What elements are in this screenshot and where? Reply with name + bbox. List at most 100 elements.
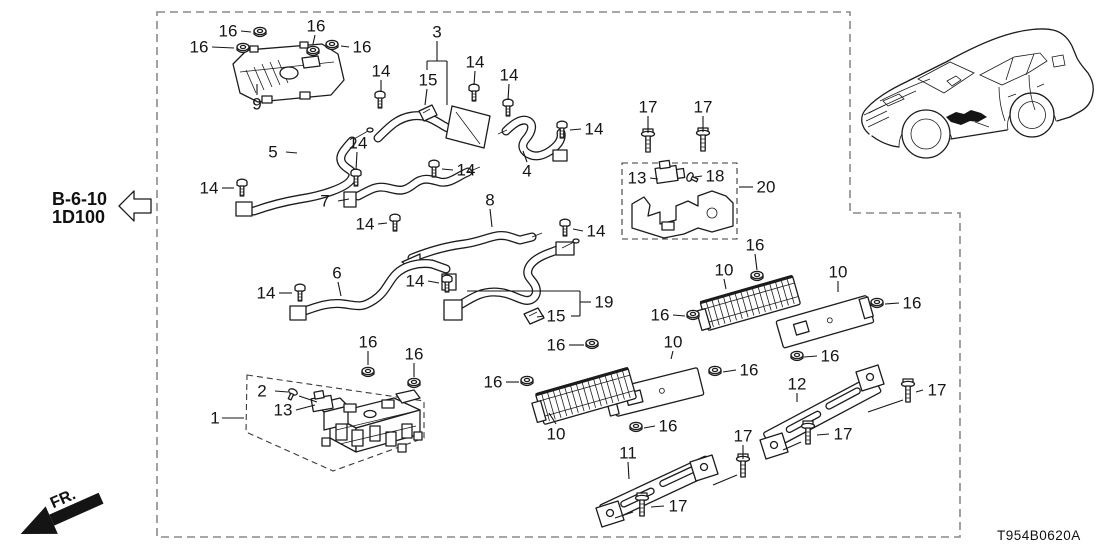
part-location-marker: [946, 110, 987, 125]
callout-12[interactable]: 12: [788, 375, 807, 394]
reference-label-line2: 1D100: [52, 207, 105, 227]
part-4-bracket: [497, 120, 568, 162]
leader-line: [340, 45, 350, 48]
callout-14[interactable]: 14: [257, 284, 276, 303]
vehicle-inset: [861, 28, 1094, 159]
callout-14[interactable]: 14: [406, 272, 425, 291]
part-1-outline: [245, 374, 425, 472]
callout-19[interactable]: 19: [595, 293, 614, 312]
leader-line: [650, 505, 665, 508]
callout-14[interactable]: 14: [587, 222, 606, 241]
leader-line: [337, 198, 350, 202]
leader-line: [867, 399, 904, 413]
part-20-bracket: [631, 190, 734, 239]
callout-2[interactable]: 2: [257, 382, 266, 401]
callout-20[interactable]: 20: [757, 178, 776, 197]
leader-line: [548, 412, 557, 425]
callout-3[interactable]: 3: [432, 23, 441, 42]
leader-line: [489, 208, 493, 228]
part-10-plate-a: [695, 274, 801, 331]
callout-15[interactable]: 15: [547, 307, 566, 326]
leader-line: [712, 474, 738, 486]
part-9-cover: [232, 41, 345, 104]
callout-16[interactable]: 16: [353, 38, 372, 57]
callout-17[interactable]: 17: [669, 497, 688, 516]
callout-17[interactable]: 17: [639, 98, 658, 117]
callout-14[interactable]: 14: [457, 161, 476, 180]
callout-16[interactable]: 16: [359, 333, 378, 352]
leader-line: [569, 128, 582, 131]
fr-arrow-shaft: [49, 492, 104, 526]
windshield: [917, 61, 975, 94]
callout-13[interactable]: 13: [628, 169, 647, 188]
callout-4[interactable]: 4: [522, 162, 531, 181]
callout-14[interactable]: 14: [500, 66, 519, 85]
leader-line: [754, 253, 758, 271]
callout-5[interactable]: 5: [268, 143, 277, 162]
callout-16[interactable]: 16: [903, 294, 922, 313]
leader-line: [723, 278, 727, 290]
leader-line: [377, 222, 388, 225]
callout-16[interactable]: 16: [405, 345, 424, 364]
callout-17[interactable]: 17: [734, 427, 753, 446]
callout-7[interactable]: 7: [320, 192, 329, 211]
callout-10[interactable]: 10: [715, 261, 734, 280]
callout-16[interactable]: 16: [484, 373, 503, 392]
callout-13[interactable]: 13: [274, 401, 293, 420]
callout-11[interactable]: 11: [619, 444, 637, 463]
leader-line: [572, 228, 584, 232]
leader-line: [915, 389, 924, 393]
door-lines: [998, 74, 1045, 122]
callout-10[interactable]: 10: [547, 425, 566, 444]
leader-line: [722, 369, 737, 373]
callout-16[interactable]: 16: [219, 22, 238, 41]
callout-18[interactable]: 18: [706, 167, 725, 186]
mirror: [946, 75, 962, 87]
callout-16[interactable]: 16: [651, 306, 670, 325]
leader-line: [627, 461, 630, 480]
callout-17[interactable]: 17: [928, 381, 947, 400]
callout-1[interactable]: 1: [210, 409, 219, 428]
callout-15[interactable]: 15: [419, 71, 438, 90]
callout-17[interactable]: 17: [694, 98, 713, 117]
part-15-clip-a: [418, 104, 438, 122]
callout-14[interactable]: 14: [349, 134, 368, 153]
callout-8[interactable]: 8: [485, 191, 494, 210]
leader-line: [427, 280, 440, 284]
screw-2: [284, 386, 299, 402]
leader-line: [424, 88, 428, 106]
leader-line: [298, 395, 318, 403]
callout-6[interactable]: 6: [332, 264, 341, 283]
callout-9[interactable]: 9: [252, 95, 261, 114]
callout-16[interactable]: 16: [746, 236, 765, 255]
callout-10[interactable]: 10: [829, 263, 848, 282]
leader-line: [240, 30, 252, 33]
callout-10[interactable]: 10: [664, 333, 683, 352]
callout-16[interactable]: 16: [190, 38, 209, 57]
callout-16[interactable]: 16: [821, 347, 840, 366]
part-12-bracket: [759, 364, 885, 460]
grille: [863, 104, 890, 128]
callout-16[interactable]: 16: [659, 417, 678, 436]
part-5-busbar: [235, 127, 374, 217]
reference-link[interactable]: B-6-10 1D100: [52, 189, 152, 227]
callout-14[interactable]: 14: [356, 215, 375, 234]
part-19-busbar: [443, 238, 580, 321]
callout-14[interactable]: 14: [466, 53, 485, 72]
callout-14[interactable]: 14: [372, 62, 391, 81]
callout-14[interactable]: 14: [200, 179, 219, 198]
callout-16[interactable]: 16: [547, 336, 566, 355]
leader-line: [884, 302, 900, 305]
leader-line: [211, 46, 235, 49]
callout-14[interactable]: 14: [585, 120, 604, 139]
leader-line: [274, 390, 289, 393]
part-10-plate-b: [775, 295, 875, 349]
part-11-bracket: [595, 454, 719, 528]
callout-17[interactable]: 17: [834, 425, 853, 444]
part-15-clip-b: [523, 307, 545, 325]
callout-16[interactable]: 16: [307, 17, 326, 36]
leader-line: [614, 511, 634, 519]
callout-16[interactable]: 16: [740, 361, 759, 380]
reference-arrow-icon: [118, 190, 152, 222]
